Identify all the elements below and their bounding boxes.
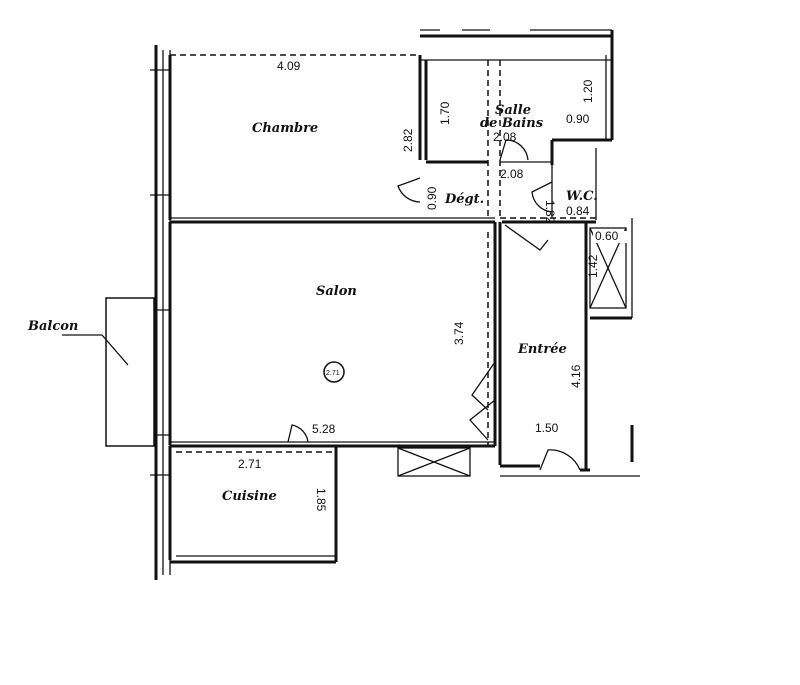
chambre-height-dim: 2.82	[401, 128, 415, 152]
room-wc: W.C. 1.32 0.84	[531, 165, 598, 224]
chambre-label: Chambre	[252, 121, 318, 136]
salon-label: Salon	[316, 284, 357, 299]
salon-door-1	[471, 361, 496, 411]
cuisine-door	[287, 424, 309, 443]
entree-height-dim: 4.16	[569, 364, 583, 388]
balcon-label: Balcon	[27, 319, 78, 334]
room-salon: Salon 3.74 5.28 2.71	[168, 222, 497, 448]
wc-width-dim: 0.84	[566, 204, 590, 218]
duct-height-dim: 1.42	[586, 254, 600, 278]
entree-width-dim: 1.50	[535, 421, 559, 435]
shaft-box	[397, 447, 471, 477]
room-salle-de-bains: 1.70 1.20 Salle de Bains 2.08 0.90	[438, 79, 595, 161]
bain-door	[499, 139, 529, 161]
area-circle-tag	[323, 361, 345, 383]
bain-side-dim: 0.90	[566, 112, 590, 126]
service-duct: 0.60 1.42	[586, 218, 634, 462]
wc-door	[531, 181, 553, 213]
duct-width-dim: 0.60	[595, 229, 619, 243]
entree-top-door	[504, 224, 549, 251]
salon-door-2	[469, 399, 496, 441]
bain-left-dim: 1.70	[438, 101, 452, 125]
chambre-door	[397, 177, 421, 203]
chambre-width-dim: 4.09	[277, 59, 301, 73]
salle-label-1: Salle	[495, 103, 531, 118]
salon-width-dim: 5.28	[312, 422, 336, 436]
area-circle-text: 2.71	[326, 370, 340, 377]
entree-label: Entrée	[517, 342, 567, 357]
salle-label-2: de Bains	[480, 116, 544, 131]
room-cuisine: 2.71 Cuisine 1.85	[168, 446, 338, 564]
room-degt: Dégt. 0.90 2.08	[425, 167, 524, 210]
balcony: Balcon	[27, 297, 155, 447]
cuisine-label: Cuisine	[222, 489, 277, 504]
degt-width-dim: 2.08	[500, 167, 524, 181]
top-wing-walls	[420, 29, 614, 224]
bain-right-dim: 1.20	[581, 79, 595, 103]
wc-label: W.C.	[566, 189, 598, 204]
entry-door	[539, 449, 581, 471]
room-chambre: 4.09 2.82 Chambre	[168, 54, 495, 224]
room-entree: Entrée 4.16 1.50	[498, 222, 640, 477]
salon-height-dim: 3.74	[452, 321, 466, 345]
cuisine-height-dim: 1.85	[314, 488, 328, 512]
degt-label: Dégt.	[444, 192, 484, 207]
cuisine-width-dim: 2.71	[238, 457, 262, 471]
degt-door-dim: 0.90	[425, 186, 439, 210]
